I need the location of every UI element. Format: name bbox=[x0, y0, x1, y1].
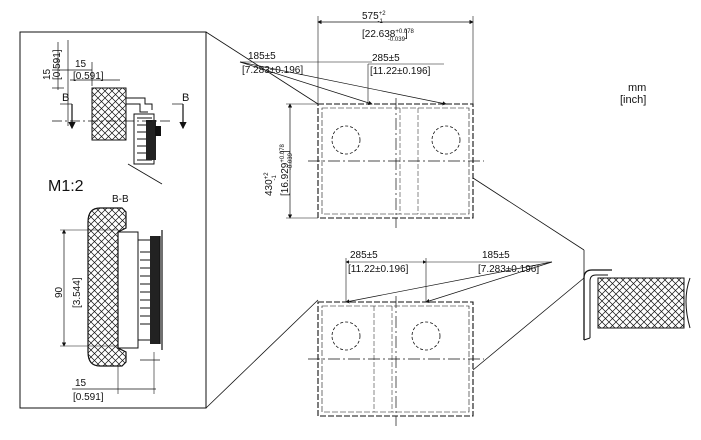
overall-width-value: 575+2-1 bbox=[362, 11, 386, 25]
top-panel bbox=[308, 98, 484, 228]
callout-line bbox=[472, 277, 585, 371]
detail-top-15-inch: [0.591] bbox=[73, 71, 104, 82]
detail-bottom-15-inch: [0.591] bbox=[73, 392, 104, 403]
detail-frame bbox=[19, 31, 207, 409]
top-left-offset-value: 185±5 bbox=[248, 51, 276, 62]
detail-connector-line bbox=[205, 299, 319, 409]
detail-bottom-15-value: 15 bbox=[75, 378, 87, 389]
bottom-center-spacing-inch: [11.22±0.196] bbox=[348, 264, 409, 275]
top-left-offset-inch: [7.283±0.196] bbox=[242, 65, 303, 76]
detail-90-value: 90 bbox=[54, 286, 65, 298]
section-label: B-B bbox=[112, 194, 129, 205]
units-mm: mm bbox=[628, 82, 646, 94]
bottom-right-offset-value: 185±5 bbox=[482, 250, 510, 261]
top-section-detail bbox=[52, 40, 187, 185]
detail-top-15-value: 15 bbox=[75, 59, 87, 70]
bottom-center-spacing-value: 285±5 bbox=[350, 250, 378, 261]
section-bb-profile bbox=[87, 207, 163, 367]
height-value: 430+2-1 bbox=[264, 172, 278, 196]
overall-width-inch: [22.638+0.078-0.039] bbox=[362, 29, 415, 43]
section-cut-letter-left: B bbox=[62, 92, 69, 104]
top-center-spacing-value: 285±5 bbox=[372, 53, 400, 64]
scale-label: M1:2 bbox=[48, 178, 84, 195]
bottom-right-offset-inch: [7.283±0.196] bbox=[478, 264, 539, 275]
edge-clip-detail bbox=[583, 269, 691, 341]
detail-90-inch: [3.544] bbox=[72, 277, 83, 308]
callout-line bbox=[472, 177, 585, 251]
top-center-spacing-inch: [11.22±0.196] bbox=[370, 66, 431, 77]
section-cut-letter-right: B bbox=[182, 92, 189, 104]
leader-line bbox=[425, 261, 553, 303]
leader-line bbox=[239, 61, 373, 105]
detail-side-15-value: 15 bbox=[42, 68, 53, 80]
detail-connector-line bbox=[205, 31, 319, 105]
bottom-panel bbox=[308, 296, 484, 426]
units-inch: [inch] bbox=[620, 94, 646, 106]
detail-side-15-inch: [0.591] bbox=[52, 49, 63, 80]
leader-line bbox=[345, 261, 553, 304]
height-inch: [16.929+0.078-0.039] bbox=[280, 143, 294, 196]
leader-line bbox=[239, 61, 447, 106]
